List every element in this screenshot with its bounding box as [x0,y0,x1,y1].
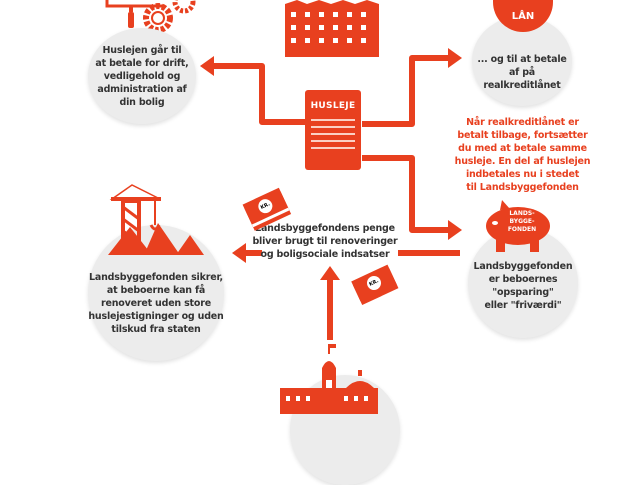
laan-text: ... og til at betale af på realkreditlån… [477,53,567,91]
laan-badge-label: LÅN [511,10,535,22]
opsparing-text: Landsbyggefonden er beboernes "opsparing… [473,261,573,311]
palace-icon [280,344,378,414]
money-label: KR. [256,196,275,216]
piggy-bank-icon: LANDS- BYGGE- FONDEN [480,200,552,254]
sikrer-text: Landsbyggefonden sikrer, at beboerne kan… [88,271,224,335]
sikrer-circle: Landsbyggefonden sikrer, at beboerne kan… [88,225,224,361]
note-text: Når realkreditlånet er betalt tilbage, f… [454,117,591,193]
piggy-label: LANDS- BYGGE- FONDEN [507,210,537,233]
drift-text: Huslejen går til at betale for drift, ve… [95,44,189,108]
opsparing-circle: Landsbyggefonden er beboernes "opsparing… [468,228,578,338]
paint-roller-icon [105,0,165,28]
money-label: KR. [364,273,384,293]
penge-text: Landsbyggefondens penge bliver brugt til… [252,223,398,260]
drift-circle: Huslejen går til at betale for drift, ve… [88,28,196,124]
husleje-title: Husleje [310,101,356,111]
husleje-document: Husleje [305,90,361,170]
crane-icon [108,184,204,255]
building-icon [285,0,379,57]
flow-arrows [200,48,462,340]
